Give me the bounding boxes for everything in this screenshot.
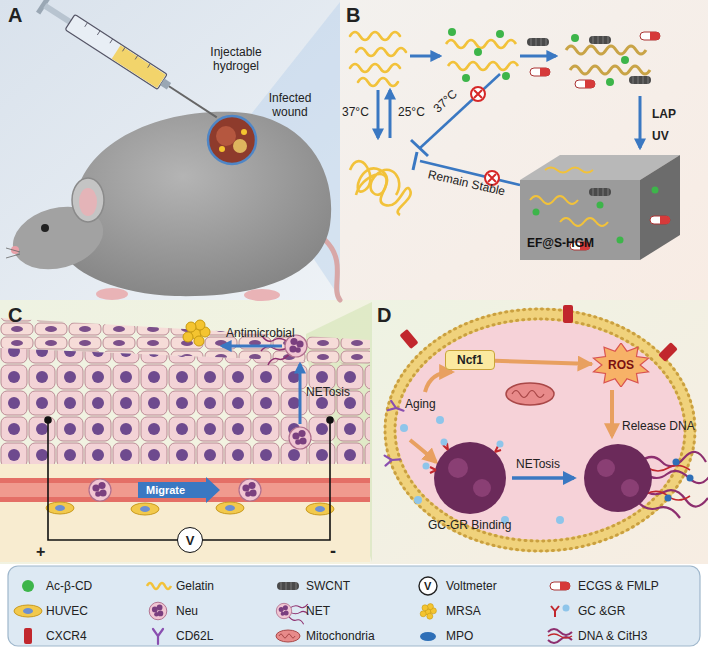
legend-text: Neu	[176, 605, 198, 617]
neutrophil	[239, 479, 261, 501]
legend-text: Ac-β-CD	[46, 580, 92, 592]
process-arrow	[639, 96, 642, 148]
temperature-label: 25°C	[398, 106, 425, 120]
huvec-cell	[131, 503, 159, 515]
panel-letter: C	[8, 304, 22, 327]
circuit-wire	[45, 417, 333, 540]
legend-text: Voltmeter	[446, 580, 497, 592]
process-label: Aging	[405, 398, 436, 412]
net-nucleus	[584, 444, 708, 518]
burst-shape	[593, 343, 648, 387]
huvec-cell	[46, 502, 74, 514]
process-label: NETosis	[516, 458, 560, 472]
migrate-arrow	[138, 477, 220, 503]
legend-text: ECGS & FMLP	[578, 580, 659, 592]
cd62l-receptor	[385, 454, 401, 465]
legend-text: HUVEC	[46, 605, 88, 617]
blocked-path	[411, 74, 520, 185]
panel-letter: D	[377, 304, 391, 327]
netosis-arrow	[299, 364, 302, 424]
reagent-label: UV	[652, 130, 669, 144]
legend-text: CD62L	[176, 630, 213, 642]
process-label: Release DNA	[622, 420, 695, 434]
aging-arrow	[425, 372, 452, 392]
netosis-arrow	[512, 476, 574, 480]
skin-tissue	[0, 318, 370, 562]
gelatin-composite	[566, 32, 660, 88]
process-label: Antimicrobial	[226, 327, 295, 341]
process-label: GC-GR Binding	[428, 519, 511, 533]
legend-box	[8, 566, 700, 646]
legend-text: GC &GR	[578, 605, 625, 617]
process-arrow	[520, 55, 556, 58]
polarity-sign: -	[330, 541, 336, 562]
polarity-sign: +	[36, 543, 45, 561]
mitochondria	[506, 383, 554, 405]
gc-arrow	[410, 440, 436, 462]
mouse	[6, 112, 340, 301]
process-arrow	[495, 361, 592, 364]
neutrophil	[89, 479, 111, 501]
annotation: Injectable hydrogel	[196, 46, 276, 74]
gelatin-coils	[350, 32, 406, 86]
legend-text: MPO	[446, 630, 473, 642]
node-text: Ncf1	[457, 354, 483, 366]
neutrophil-cell	[385, 309, 695, 551]
capsule-icon	[530, 68, 550, 76]
legend-text: DNA & CitH3	[578, 630, 647, 642]
panel-letter: B	[346, 4, 360, 27]
legend-text: MRSA	[446, 605, 481, 617]
node-text: V	[186, 534, 195, 547]
node-text: ROS	[608, 359, 634, 371]
swcnt-icon	[527, 38, 549, 46]
annotation: Infected wound	[258, 92, 322, 120]
process-label: Migrate	[146, 484, 185, 497]
neutrophil	[289, 427, 311, 449]
legend-swatch	[24, 628, 32, 644]
voltmeter-node: V	[177, 527, 203, 553]
ros-burst: ROS	[592, 343, 650, 387]
legend-text: SWCNT	[306, 580, 350, 592]
hydrogel-cube	[520, 155, 680, 260]
infected-wound	[208, 116, 256, 164]
process-label: NETosis	[306, 386, 350, 400]
legend-swatch	[420, 632, 436, 641]
nucleus	[423, 439, 507, 515]
temperature-label: 37°C	[342, 106, 369, 120]
gelatin-with-cd	[446, 28, 518, 82]
panel-letter: A	[8, 4, 22, 27]
huvec-cell	[216, 502, 244, 514]
syringe	[36, 0, 222, 126]
legend-text: NET	[306, 605, 330, 617]
process-arrow	[389, 90, 392, 138]
legend-text: Mitochondria	[306, 630, 375, 642]
process-arrow	[377, 90, 380, 138]
legend-text: CXCR4	[46, 630, 87, 642]
panel-backgrounds	[0, 0, 708, 564]
gene-box: Ncf1	[445, 350, 495, 370]
gc-molecules	[400, 416, 564, 524]
gelatin-tangle	[350, 161, 411, 215]
mrsa-cluster	[183, 320, 210, 346]
voltmeter-symbol-text: V	[424, 580, 431, 593]
antimicrobial-arrow	[222, 345, 282, 348]
ros-arrow	[610, 390, 614, 436]
material-label: EF@S-HGM	[527, 237, 594, 251]
legend-icons	[14, 577, 572, 644]
legend-swatch	[22, 580, 34, 592]
legend-text: Gelatin	[176, 580, 214, 592]
reagent-label: LAP	[652, 108, 676, 122]
cd62l-receptor	[388, 401, 406, 416]
process-arrow	[410, 55, 440, 58]
